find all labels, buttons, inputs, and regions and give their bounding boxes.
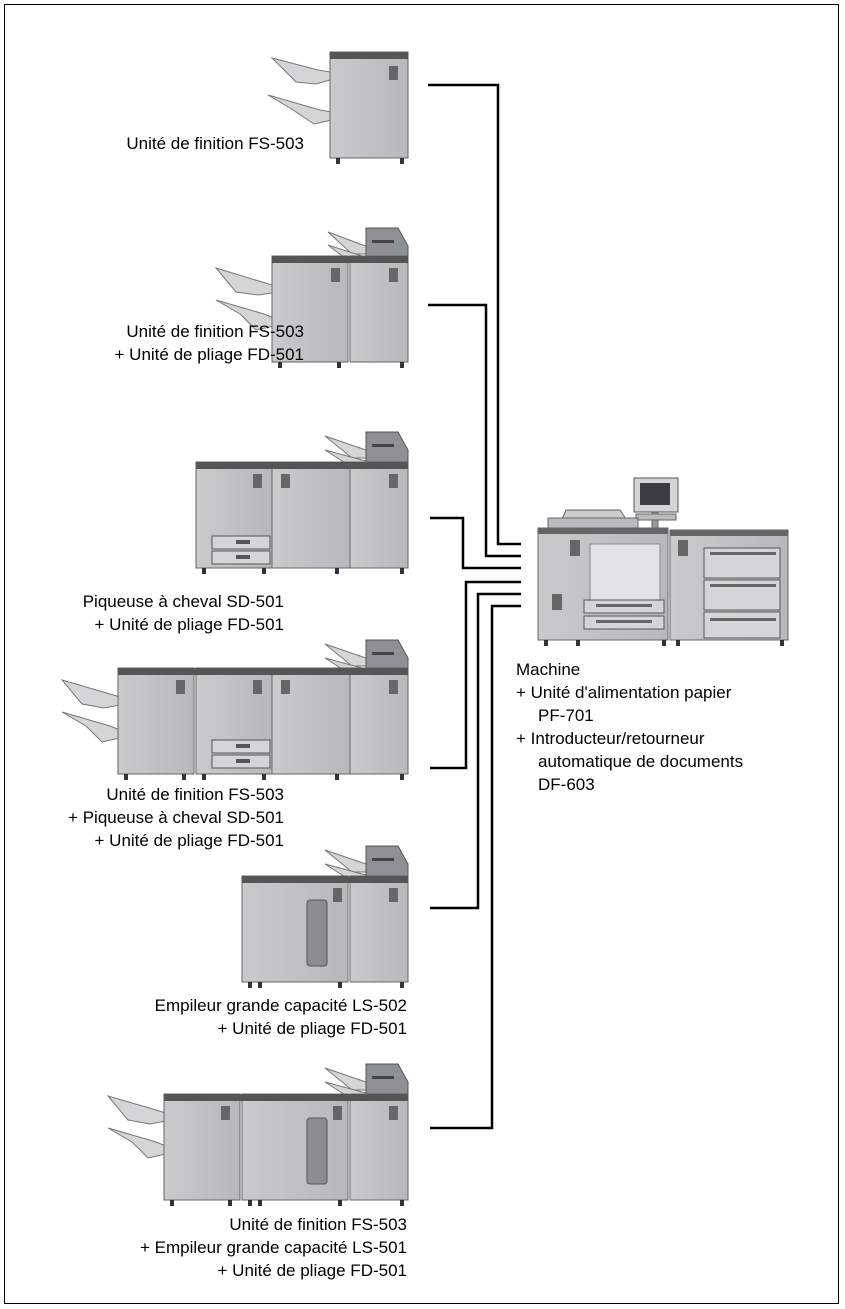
label-line: + Unité de pliage FD-501 [217, 1019, 407, 1038]
label-fs503: Unité de finition FS-503 [126, 132, 304, 155]
label-fs503-sd501-fd501: Unité de finition FS-503 + Piqueuse à ch… [68, 783, 284, 852]
device-fs503-ls501-fd501 [106, 1063, 409, 1206]
diagram-frame [4, 4, 839, 1304]
label-line: + Empileur grande capacité LS-501 [140, 1238, 407, 1257]
connector-1 [428, 83, 521, 546]
device-main-machine [537, 477, 789, 646]
label-sd501-fd501: Piqueuse à cheval SD-501 + Unité de plia… [83, 590, 284, 636]
connection-lines [428, 83, 521, 1130]
label-machine: Machine + Unité d'alimentation papier PF… [516, 658, 743, 796]
label-line: + Unité d'alimentation papier [516, 683, 732, 702]
label-line: Empileur grande capacité LS-502 [154, 996, 407, 1015]
label-line: + Unité de pliage FD-501 [94, 831, 284, 850]
label-line: PF-701 [538, 706, 594, 725]
device-ls502-fd501 [241, 845, 409, 988]
label-line: Piqueuse à cheval SD-501 [82, 592, 284, 611]
device-fs503 [267, 51, 409, 164]
label-line: + Unité de pliage FD-501 [94, 615, 284, 634]
label-line: Unité de finition FS-503 [106, 785, 284, 804]
label-line: Unité de finition FS-503 [126, 322, 304, 341]
label-fs503-fd501: Unité de finition FS-503 + Unité de plia… [115, 320, 304, 366]
connector-2 [428, 303, 521, 558]
connector-3 [430, 516, 521, 570]
device-fs503-sd501-fd501 [60, 639, 409, 780]
label-machine-title: Machine [516, 660, 581, 679]
label-line: + Piqueuse à cheval SD-501 [68, 808, 284, 827]
label-line: + Unité de pliage FD-501 [114, 345, 304, 364]
connector-6 [430, 604, 521, 1130]
connector-5 [430, 592, 521, 910]
label-line: automatique de documents [538, 752, 744, 771]
label-line: + Introducteur/retourneur [516, 729, 705, 748]
label-fs503-ls501-fd501: Unité de finition FS-503 + Empileur gran… [140, 1213, 407, 1282]
connector-4 [430, 580, 521, 770]
label-ls502-fd501: Empileur grande capacité LS-502 + Unité … [155, 994, 407, 1040]
label-line: Unité de finition FS-503 [229, 1215, 407, 1234]
device-sd501-fd501 [195, 431, 409, 574]
label-line: DF-603 [538, 775, 595, 794]
label-line: + Unité de pliage FD-501 [217, 1261, 407, 1280]
label-line: Unité de finition FS-503 [126, 134, 304, 153]
device-fs503-fd501 [214, 227, 409, 368]
